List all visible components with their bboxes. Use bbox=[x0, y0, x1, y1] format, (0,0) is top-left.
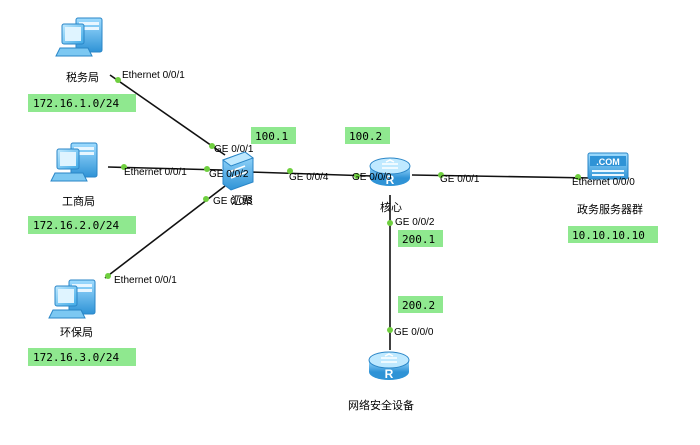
tag-sw-ip: 100.1 bbox=[255, 130, 288, 143]
link-switch-core bbox=[249, 171, 373, 177]
dot-sw-ge3 bbox=[203, 196, 209, 202]
dot-core-ge1 bbox=[438, 172, 444, 178]
port-core-ge0: GE 0/0/0 bbox=[352, 172, 392, 183]
tag-net-commerce: 172.16.2.0/24 bbox=[33, 219, 119, 232]
label-server: 政务服务器群 bbox=[577, 202, 643, 216]
dot-core-ge2 bbox=[387, 220, 393, 226]
dot-core-ge0 bbox=[354, 173, 360, 179]
router-icon-security bbox=[368, 351, 410, 382]
port-sec-ge0: GE 0/0/0 bbox=[394, 327, 434, 338]
port-sw-ge2: GE 0/0/2 bbox=[209, 169, 249, 180]
dot-env bbox=[105, 273, 111, 279]
pc-icon-tax bbox=[55, 17, 103, 57]
tag-server-ip: 10.10.10.10 bbox=[572, 229, 645, 242]
ip-tags bbox=[28, 94, 658, 366]
dot-sw-ge1 bbox=[209, 143, 215, 149]
tag-core-ip: 100.2 bbox=[349, 130, 382, 143]
port-tax-eth: Ethernet 0/0/1 bbox=[122, 70, 185, 81]
pc-icon-env bbox=[48, 279, 96, 319]
dot-tax bbox=[115, 77, 121, 83]
label-tax: 税务局 bbox=[66, 70, 99, 84]
dot-commerce bbox=[121, 164, 127, 170]
dot-sw-ge2 bbox=[204, 166, 210, 172]
dot-sec bbox=[387, 327, 393, 333]
port-server-eth: Ethernet 0/0/0 bbox=[572, 177, 635, 188]
port-core-ge2: GE 0/0/2 bbox=[395, 217, 435, 228]
tag-sec-ip: 200.2 bbox=[402, 299, 435, 312]
label-commerce: 工商局 bbox=[62, 194, 95, 208]
switch-icon bbox=[221, 151, 255, 191]
port-sw-ge3: GE 0/0/3 bbox=[213, 196, 253, 207]
label-switch: 汇聚 bbox=[231, 194, 253, 207]
port-env-eth: Ethernet 0/0/1 bbox=[114, 275, 177, 286]
server-badge: .COM bbox=[596, 157, 620, 167]
port-commerce-eth: Ethernet 0/0/1 bbox=[124, 167, 187, 178]
label-core: 核心 bbox=[380, 200, 402, 214]
pc-icon-commerce bbox=[50, 142, 98, 182]
link-commerce-switch bbox=[107, 166, 223, 171]
port-sw-ge1: GE 0/0/1 bbox=[214, 144, 254, 155]
tag-core-down-ip: 200.1 bbox=[402, 233, 435, 246]
dot-sw-ge4 bbox=[287, 168, 293, 174]
tag-net-env: 172.16.3.0/24 bbox=[33, 351, 119, 364]
port-sw-ge4: GE 0/0/4 bbox=[289, 172, 329, 183]
link-tax-switch bbox=[109, 74, 226, 156]
label-env: 环保局 bbox=[60, 325, 93, 339]
server-icon: .COM bbox=[587, 152, 629, 180]
dot-server bbox=[575, 174, 581, 180]
port-dots bbox=[105, 77, 581, 333]
tag-net-tax: 172.16.1.0/24 bbox=[33, 97, 119, 110]
label-security: 网络安全设备 bbox=[348, 398, 414, 412]
port-core-ge1: GE 0/0/1 bbox=[440, 174, 480, 185]
